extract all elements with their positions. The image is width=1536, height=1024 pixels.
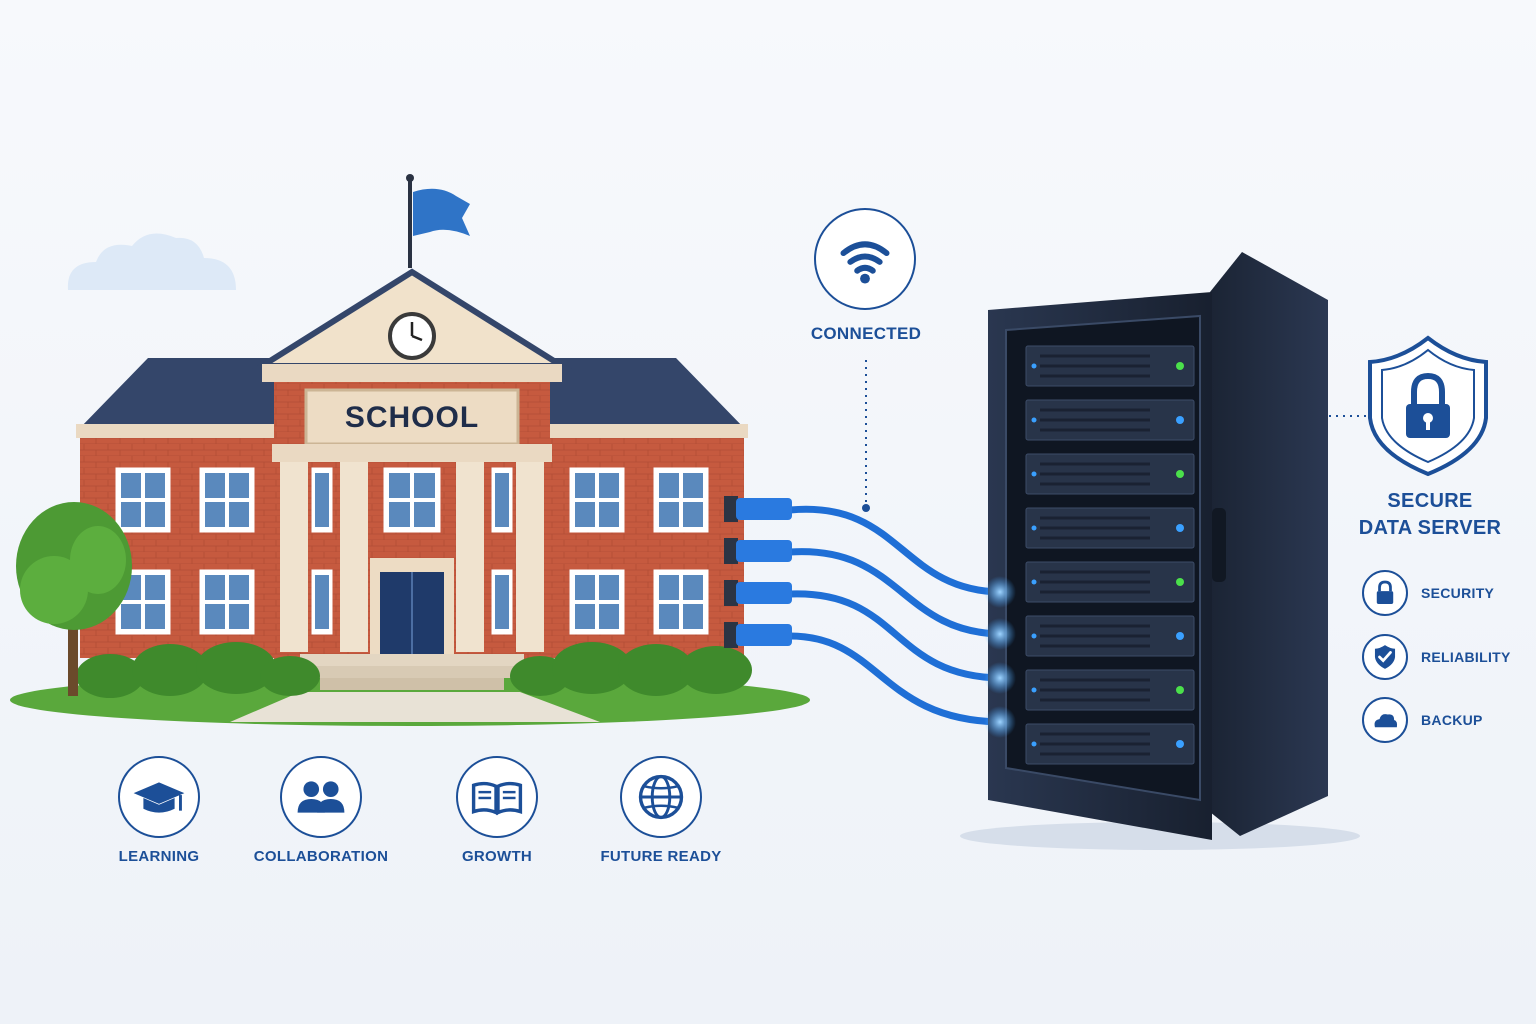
status-led	[1031, 363, 1037, 369]
status-led	[1176, 632, 1184, 640]
collaboration-label: COLLABORATION	[253, 848, 389, 865]
future-ready-label: FUTURE READY	[600, 848, 722, 865]
rack-unit	[1025, 561, 1195, 603]
wifi-status-circle	[814, 208, 916, 310]
rack-unit	[1025, 669, 1195, 711]
wifi-icon	[840, 241, 890, 284]
status-led	[1031, 579, 1037, 585]
tree	[16, 502, 132, 696]
cable-port-glows	[984, 576, 1016, 738]
school-building: SCHOOL	[16, 174, 752, 698]
rack-unit	[1025, 345, 1195, 387]
port-glow	[984, 662, 1016, 694]
rack-handle	[1212, 508, 1226, 582]
backup-icon-circle	[1362, 697, 1408, 743]
school-sign: SCHOOL	[345, 401, 479, 434]
server-title: SECURE DATA SERVER	[1340, 488, 1520, 542]
cloud-decoration	[67, 233, 236, 290]
graduation-cap-icon	[133, 782, 185, 813]
status-led	[1031, 741, 1037, 747]
security-icon-circle	[1362, 570, 1408, 616]
status-led	[1031, 417, 1037, 423]
status-led	[1031, 525, 1037, 531]
cable-connectors	[724, 496, 792, 648]
status-led	[1176, 470, 1184, 478]
backup-label: BACKUP	[1421, 712, 1483, 728]
server-rack	[960, 252, 1360, 850]
shield-lock-icon	[1368, 335, 1488, 477]
rack-unit	[1025, 507, 1195, 549]
lock-icon	[1376, 580, 1394, 604]
flag	[413, 188, 470, 236]
growth-label: GROWTH	[461, 848, 533, 865]
connected-label: CONNECTED	[810, 324, 922, 343]
server-title-line-2: DATA SERVER	[1358, 517, 1502, 539]
future-ready-icon-circle	[620, 756, 702, 838]
rack-unit	[1025, 399, 1195, 441]
status-led	[1176, 524, 1184, 532]
cloud-icon	[1374, 714, 1398, 728]
status-led	[1176, 362, 1184, 370]
status-led	[1176, 740, 1184, 748]
globe-icon	[638, 774, 684, 820]
port-glow	[984, 618, 1016, 650]
learning-label: LEARNING	[118, 848, 200, 865]
reliability-label: RELIABILITY	[1421, 649, 1511, 665]
port-glow	[984, 576, 1016, 608]
reliability-icon-circle	[1362, 634, 1408, 680]
status-led	[1176, 416, 1184, 424]
status-led	[1031, 471, 1037, 477]
status-led	[1176, 686, 1184, 694]
rack-units	[1025, 345, 1195, 765]
rack-unit	[1025, 723, 1195, 765]
shield-check-icon	[1374, 645, 1396, 669]
server-title-line-1: SECURE	[1387, 490, 1473, 512]
open-book-icon	[471, 781, 523, 816]
status-led	[1176, 578, 1184, 586]
rack-unit	[1025, 615, 1195, 657]
collaboration-icon-circle	[280, 756, 362, 838]
port-glow	[984, 706, 1016, 738]
network-cables	[786, 505, 1004, 726]
learning-icon-circle	[118, 756, 200, 838]
status-led	[1031, 633, 1037, 639]
growth-icon-circle	[456, 756, 538, 838]
people-icon	[297, 781, 345, 813]
rack-unit	[1025, 453, 1195, 495]
security-label: SECURITY	[1421, 585, 1495, 601]
status-led	[1031, 687, 1037, 693]
